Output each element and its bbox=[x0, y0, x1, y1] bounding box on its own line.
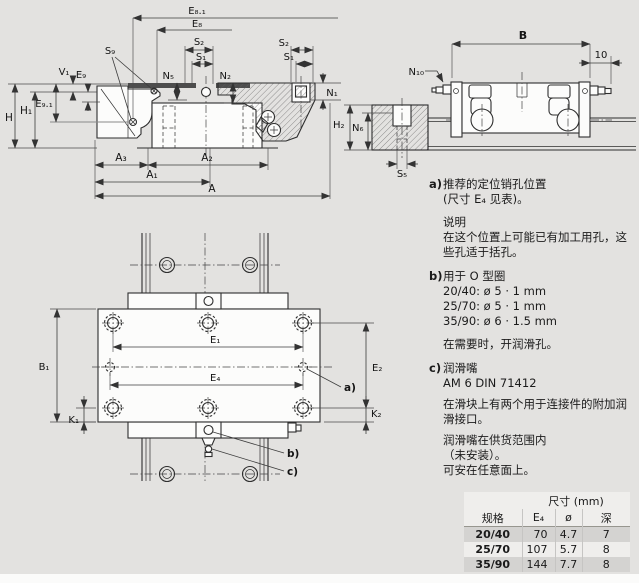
note-c-body4: 可安在任意面上。 bbox=[443, 463, 535, 477]
dimension-table: 尺寸 (mm) 规格 E₄ ø 深 20/40 70 4.7 7 25/70 bbox=[464, 492, 630, 572]
dim-label-s1-right: S₁ bbox=[284, 52, 294, 63]
dim-label-a2: A₂ bbox=[201, 152, 212, 164]
note-c-body3: （未安装）。 bbox=[443, 448, 507, 462]
callout-c: c) bbox=[287, 466, 298, 478]
dim-label-n10: N₁₀ bbox=[409, 67, 425, 78]
dim-label-n2: N₂ bbox=[220, 71, 232, 82]
dim-label-e8-1: E₈.₁ bbox=[188, 6, 206, 17]
dim-label-h: H bbox=[5, 112, 13, 124]
cell-depth: 7 bbox=[581, 526, 630, 542]
screw-hole bbox=[197, 312, 219, 334]
note-c-body1: 在滑块上有两个用于连接件的附加润滑接口。 bbox=[443, 397, 627, 426]
cell-e4: 107 bbox=[521, 542, 555, 557]
dim-label-e9: E₉ bbox=[76, 70, 86, 81]
screw-hole bbox=[197, 397, 219, 419]
carriage-side-view bbox=[431, 72, 612, 138]
note-c-body2: 润滑嘴在供货范围内 bbox=[443, 433, 547, 447]
cell-dia: 5.7 bbox=[554, 542, 582, 557]
dim-label-s9: S₉ bbox=[105, 46, 115, 57]
dim-label-n5: N₅ bbox=[163, 71, 175, 82]
dim-label-b: B bbox=[519, 29, 527, 42]
dim-label-e1: E₁ bbox=[210, 335, 220, 346]
table-row: 25/70 107 5.7 8 bbox=[464, 542, 630, 557]
cell-spec: 35/90 bbox=[475, 558, 511, 571]
top-view-figure: E₁ E₄ E₂ K₂ K₁ B₁ a) b) c) bbox=[39, 233, 382, 483]
dim-label-s2-right: S₂ bbox=[279, 38, 289, 49]
note-b-item: 35/90: ø 6 · 1.5 mm bbox=[443, 314, 557, 328]
dim-label-s5: S₅ bbox=[397, 169, 407, 180]
side-view-dimensions bbox=[344, 40, 622, 169]
note-c-title: 润滑嘴 bbox=[443, 361, 478, 375]
screw-hole bbox=[102, 312, 124, 334]
note-a-tag: a) bbox=[429, 177, 443, 191]
cross-section-figure: E₈.₁ E₈ S₂ S₁ S₉ V₁ E₉ N₅ N₂ S₂ S₁ N₁ H … bbox=[5, 6, 341, 200]
screw-hole bbox=[102, 397, 124, 419]
table-row: 20/40 70 4.7 7 bbox=[464, 526, 630, 542]
dim-label-s1-left: S₁ bbox=[196, 52, 206, 63]
section-dimensions bbox=[11, 14, 338, 200]
dim-label-b1: B₁ bbox=[39, 362, 50, 373]
note-a: a) 推荐的定位销孔位置 (尺寸 E₄ 见表)。 说明 在这个位置上可能已有加工… bbox=[429, 177, 633, 260]
dim-label-a1: A₁ bbox=[146, 169, 157, 181]
note-b-item: 20/40: ø 5 · 1 mm bbox=[443, 284, 547, 298]
table-corner-cell bbox=[464, 492, 522, 509]
dim-label-10: 10 bbox=[595, 50, 608, 61]
column-header-spec: 规格 bbox=[481, 511, 504, 525]
table-row: 35/90 144 7.7 8 bbox=[464, 557, 630, 572]
note-c-tag: c) bbox=[429, 361, 442, 375]
note-b-tag: b) bbox=[429, 269, 443, 283]
cell-depth: 8 bbox=[581, 542, 630, 557]
dim-label-e9-1: E₉.₁ bbox=[35, 99, 53, 110]
cell-dia: 4.7 bbox=[554, 526, 582, 542]
cell-e4: 70 bbox=[521, 526, 555, 542]
annotation-notes: a) 推荐的定位销孔位置 (尺寸 E₄ 见表)。 说明 在这个位置上可能已有加工… bbox=[429, 177, 633, 478]
dim-label-k2: K₂ bbox=[371, 409, 382, 420]
note-a-heading: 说明 bbox=[443, 215, 466, 229]
cell-e4: 144 bbox=[521, 557, 555, 572]
note-a-line2: (尺寸 E₄ 见表)。 bbox=[443, 192, 529, 206]
note-b-title: 用于 O 型圈 bbox=[443, 269, 506, 283]
dim-label-e4: E₄ bbox=[210, 373, 220, 384]
dim-label-e2: E₂ bbox=[372, 363, 382, 374]
dim-label-h2: H₂ bbox=[333, 120, 345, 131]
column-header-e4: E₄ bbox=[521, 509, 555, 527]
dim-label-s2-left: S₂ bbox=[194, 37, 204, 48]
dim-label-n1: N₁ bbox=[326, 88, 338, 99]
dim-label-h1: H₁ bbox=[20, 105, 32, 117]
carriage-top-view bbox=[92, 292, 332, 458]
note-c-standard: AM 6 DIN 71412 bbox=[443, 376, 537, 390]
cell-depth: 8 bbox=[581, 557, 630, 572]
cell-spec: 20/40 bbox=[475, 528, 511, 541]
note-b-item: 25/70: ø 5 · 1 mm bbox=[443, 299, 547, 313]
note-c: c) 润滑嘴 AM 6 DIN 71412 在滑块上有两个用于连接件的附加润滑接… bbox=[429, 361, 633, 478]
dim-label-e8: E₈ bbox=[192, 19, 202, 30]
rail-end-view bbox=[371, 98, 429, 158]
dim-label-n6: N₆ bbox=[352, 123, 364, 134]
page-bottom-margin bbox=[0, 574, 639, 583]
cell-spec: 25/70 bbox=[475, 543, 511, 556]
note-a-body: 在这个位置上可能已有加工用孔，这些孔适于括孔。 bbox=[443, 230, 627, 259]
dim-label-a3: A₃ bbox=[115, 152, 126, 164]
note-b-extra: 在需要时，开润滑孔。 bbox=[443, 337, 558, 351]
dim-label-v1: V₁ bbox=[59, 67, 70, 78]
table-title: 尺寸 (mm) bbox=[548, 494, 604, 508]
note-b: b) 用于 O 型圈 20/40: ø 5 · 1 mm 25/70: ø 5 … bbox=[429, 269, 633, 352]
dim-label-a: A bbox=[208, 183, 216, 195]
dim-label-k1: K₁ bbox=[68, 415, 79, 426]
side-view-figure: B 10 N₁₀ H₂ N₆ S₅ bbox=[333, 29, 636, 180]
column-header-depth: 深 bbox=[581, 509, 630, 527]
note-a-line1: 推荐的定位销孔位置 bbox=[443, 177, 547, 191]
column-header-dia: ø bbox=[554, 509, 582, 527]
top-view-dimensions bbox=[50, 308, 374, 472]
cell-dia: 7.7 bbox=[554, 557, 582, 572]
callout-a: a) bbox=[344, 382, 356, 394]
callout-b: b) bbox=[287, 448, 299, 460]
